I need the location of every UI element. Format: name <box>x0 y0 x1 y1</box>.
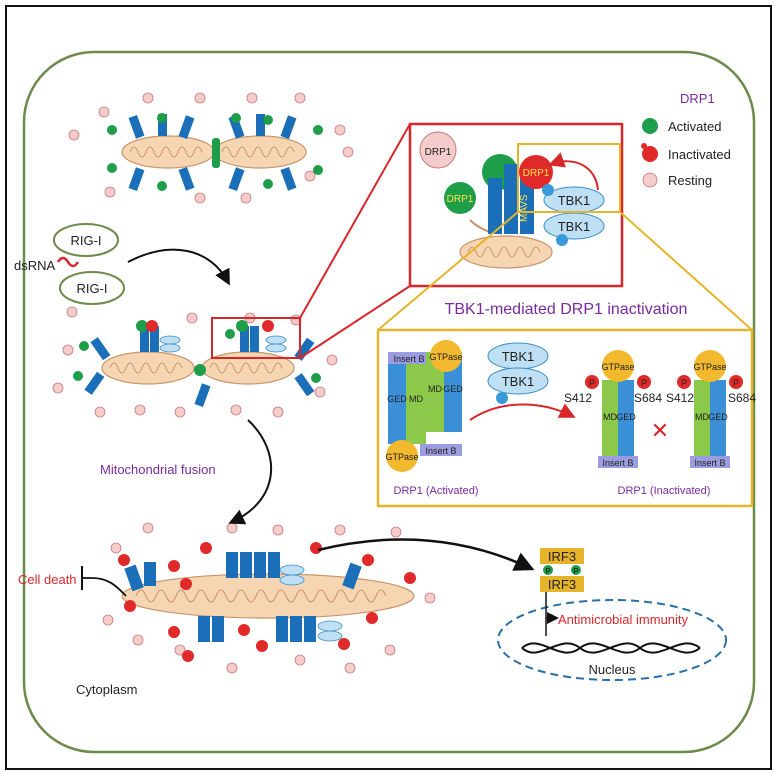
nucleus-membrane <box>497 599 727 681</box>
irf3-label-top: IRF3 <box>548 549 576 564</box>
resting-drp1-dots <box>52 92 436 674</box>
phospho-label-2: P <box>641 378 647 388</box>
phospho-label-4: P <box>733 378 739 388</box>
rig-i-group: RIG-I RIG-I dsRNA <box>14 223 230 305</box>
caption-activated: DRP1 (Activated) <box>394 485 479 497</box>
gtpase-label-1: GTPase <box>429 352 462 362</box>
s412-label-2: S412 <box>666 391 694 405</box>
phosphorylation-arrow <box>548 152 599 191</box>
mavs-bar-2 <box>504 164 518 234</box>
mitochondria-pair-middle <box>73 317 321 408</box>
cell-death-label: Cell death <box>18 572 77 587</box>
s412-label-1: S412 <box>564 391 592 405</box>
ged-label-2: GED <box>443 384 463 394</box>
gtpase-label-2: GTPase <box>385 452 418 462</box>
irf3-box-bottom <box>540 576 584 592</box>
drp1-inactive-label: DRP1 <box>523 168 550 179</box>
cell-death-inhibition-line <box>82 577 127 597</box>
dna-strand-2 <box>521 642 701 654</box>
caption-inactivated: DRP1 (Inactivated) <box>618 485 711 497</box>
legend-label-activated: Activated <box>668 119 721 134</box>
mechanism-connector-right <box>619 211 753 331</box>
phospho-label-1: P <box>589 378 595 388</box>
fusion-label: Mitochondrial fusion <box>100 462 216 477</box>
gtpase-label-3: GTPase <box>601 362 634 372</box>
irf3-phospho-1: P <box>545 567 550 576</box>
no-dimer-cross-icon: ✕ <box>651 418 669 443</box>
mitochondria-pair-top <box>107 113 323 192</box>
zoom-highlight-box <box>517 143 621 213</box>
irf3-label-bottom: IRF3 <box>548 577 576 592</box>
insert-b-label-4: Insert B <box>694 458 725 468</box>
mavs-bar-3 <box>520 178 534 234</box>
zoom-panel: DRP1 DRP1 MAVS DRP1 TBK1 TBK1 <box>408 122 624 288</box>
cytoplasm-label: Cytoplasm <box>76 682 137 697</box>
ged-label-1: GED <box>387 394 407 404</box>
md-label-3: MD <box>603 412 617 422</box>
rig-i-label-1: RIG-I <box>70 233 101 248</box>
zoom-source-box <box>211 317 301 359</box>
drp1-resting-blob <box>419 131 457 169</box>
fusion-arrow <box>228 419 273 525</box>
insert-b-label-2: Insert B <box>425 446 456 456</box>
legend-label-inactivated: Inactivated <box>668 147 731 162</box>
dsrna-label: dsRNA <box>14 258 56 273</box>
rig-i-label-2: RIG-I <box>76 281 107 296</box>
insert-b-label-3: Insert B <box>602 458 633 468</box>
insert-b-label-1: Insert B <box>393 354 424 364</box>
legend-swatch-resting <box>642 172 658 188</box>
legend-label-resting: Resting <box>668 173 712 188</box>
drp1-active-label: DRP1 <box>447 194 474 205</box>
legend: DRP1 Activated Inactivated Resting <box>641 91 731 188</box>
ged-label-4: GED <box>708 412 728 422</box>
md-label-4: MD <box>695 412 709 422</box>
rig-i-oval-1 <box>53 223 119 257</box>
zoom-connector-top <box>299 123 411 319</box>
phospho-label-3: P <box>681 378 687 388</box>
drp1-inactivated-monomers: Insert B GTPase MD GED P P S412 S684 Ins… <box>564 350 756 468</box>
irf3-phospho-2: P <box>573 567 578 576</box>
drp1-active-blob <box>444 182 476 214</box>
signaling-arrow <box>317 538 535 571</box>
gtpase-label-4: GTPase <box>693 362 726 372</box>
mavs-label: MAVS <box>519 194 530 222</box>
fused-mitochondrion <box>118 542 416 662</box>
zoom-connector-bottom <box>299 285 411 359</box>
mavs-bar-1 <box>488 178 502 234</box>
ged-label-3: GED <box>616 412 636 422</box>
zoom-caption: TBK1-mediated DRP1 inactivation <box>445 301 688 318</box>
drp1-inactive-blob <box>519 155 553 189</box>
antimicrobial-label: Antimicrobial immunity <box>558 612 689 627</box>
mech-tbk1-label-2: TBK1 <box>502 374 535 389</box>
dsrna-squiggle <box>56 256 80 268</box>
tbk1-label-1: TBK1 <box>558 193 591 208</box>
legend-swatch-inactivated <box>642 146 658 162</box>
drp1-resting-label: DRP1 <box>425 147 452 158</box>
mech-tbk1-label-1: TBK1 <box>502 349 535 364</box>
cell-membrane <box>22 50 756 754</box>
nucleus-label: Nucleus <box>589 662 636 677</box>
activation-arrow <box>127 248 230 286</box>
s684-label-1: S684 <box>634 391 662 405</box>
mechanism-connector-left <box>377 211 519 331</box>
mech-tbk1-oval-2 <box>487 367 549 395</box>
md-label-1: MD <box>409 394 423 404</box>
md-label-2: MD <box>428 384 442 394</box>
tbk1-label-2: TBK1 <box>558 219 591 234</box>
rig-i-oval-2 <box>59 271 125 305</box>
mechanism-panel: Insert B Insert B GTPase GTPase GED MD M… <box>376 328 756 508</box>
irf3-box-top <box>540 548 584 564</box>
irf3-dimer: IRF3 P P IRF3 <box>540 548 584 592</box>
s684-label-2: S684 <box>728 391 756 405</box>
legend-title: DRP1 <box>680 91 715 106</box>
legend-swatch-activated <box>642 118 658 134</box>
drp1-activated-dimer: Insert B Insert B GTPase GTPase GED MD M… <box>385 340 463 472</box>
inactivation-arrow <box>469 403 576 421</box>
nucleus: Antimicrobial immunity Nucleus <box>497 592 727 681</box>
